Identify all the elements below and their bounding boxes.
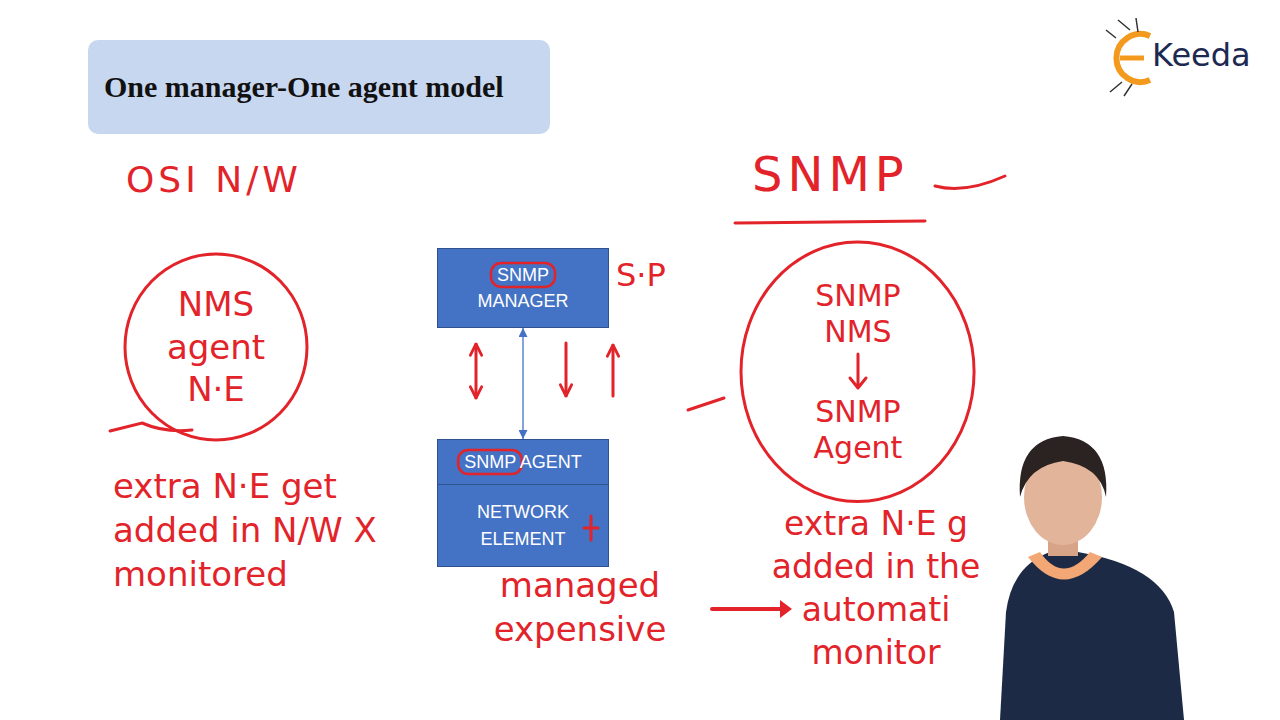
title-banner: One manager-One agent model [88,40,550,134]
network-note: OSI N/W [126,158,302,201]
label-slot: OSI N/W [126,158,302,201]
node-text: NETWORK ELEMENT [463,499,583,551]
annotation-layer [438,249,608,327]
slide-title: One manager-One agent model [104,70,504,104]
snmp-circle: SNMP NMS SNMP Agent [739,240,976,503]
cost-note: managed expensive [462,563,698,651]
label-slot: extra N·E g added in the automati monito… [745,503,1007,675]
circle-stroke [125,254,307,440]
tick-mark [110,423,192,431]
logo-arc [1116,34,1150,82]
circle-stroke [741,242,974,501]
protocol-note: S·P [616,256,666,294]
presenter-body [1000,552,1184,720]
box-section: SNMP AGENT [438,440,608,485]
label-slot: Keeda [1152,36,1251,74]
tick-mark [935,176,1005,188]
box-section: NETWORK ELEMENT [438,485,608,566]
hand-arrow [475,344,478,398]
logo-bar [1120,56,1144,61]
flow-arrow [846,352,870,392]
label-slot: S·P [616,256,666,294]
automation-note: extra N·E g added in the automati monito… [745,503,1007,675]
link-arrow [522,328,523,439]
node-text: SNMP NMS [793,278,923,350]
node-text: NMS agent N·E [161,283,271,411]
plus-mark [584,516,598,540]
limitation-note: extra N·E get added in N/W X monitored [113,464,433,597]
node-text: SNMP Agent [793,394,923,466]
tick-mark [688,398,724,410]
snmp-heading-note: SNMP [752,148,909,201]
label-slot: extra N·E get added in N/W X monitored [113,464,433,597]
logo-circuit [1106,18,1138,96]
arrow-stroke [850,354,866,388]
hand-arrow [612,345,615,396]
hand-arrowhead [780,600,792,618]
hand-arrow [712,607,782,611]
underline [735,221,925,223]
presenter-collar [1028,552,1102,580]
manager-box: SNMP MANAGER [437,248,609,328]
node-text: SNMP AGENT [464,449,582,475]
osi-circle: NMS agent N·E [123,252,309,442]
hand-arrow [565,343,568,396]
presenter-hair [1020,436,1107,497]
label-slot: managed expensive [462,563,698,651]
agent-box: SNMP AGENT NETWORK ELEMENT [437,439,609,567]
logo-text: Keeda [1152,36,1251,74]
label-slot: SNMP [752,148,909,201]
node-text: SNMP MANAGER [471,262,575,314]
